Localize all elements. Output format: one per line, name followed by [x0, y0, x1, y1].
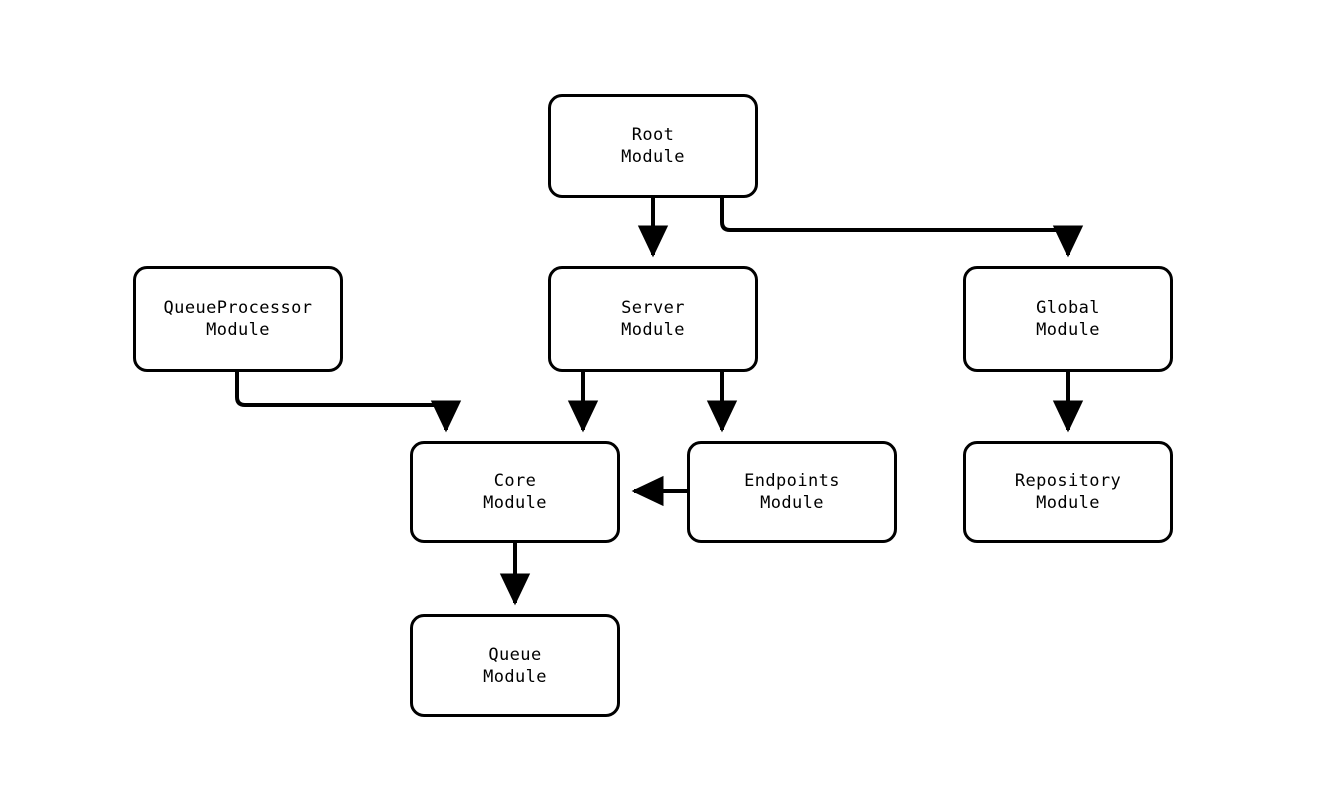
- node-label-global-module: Global Module: [1036, 298, 1100, 340]
- node-label-core-module: Core Module: [483, 471, 547, 513]
- node-label-queue-module: Queue Module: [483, 644, 547, 687]
- node-root-module[interactable]: Root Module: [548, 94, 758, 198]
- edge-root-to-global: [720, 198, 1084, 258]
- node-core-module[interactable]: Core Module: [410, 441, 620, 543]
- node-label-server-module: Server Module: [621, 298, 685, 340]
- node-label-endpoints-module: Endpoints Module: [744, 471, 840, 513]
- node-queueprocessor-module[interactable]: QueueProcessor Module: [133, 266, 343, 372]
- node-label-queueprocessor-module: QueueProcessor Module: [163, 298, 313, 340]
- node-label-repository-module: Repository Module: [1014, 471, 1122, 513]
- node-queue-module[interactable]: Queue Module: [410, 614, 620, 717]
- node-server-module[interactable]: Server Module: [548, 266, 758, 372]
- node-repository-module[interactable]: Repository Module: [963, 441, 1173, 543]
- edge-queueprocessor-to-core: [235, 372, 462, 433]
- node-label-root-module: Root Module: [621, 125, 685, 167]
- node-endpoints-module[interactable]: Endpoints Module: [687, 441, 897, 543]
- node-global-module[interactable]: Global Module: [963, 266, 1173, 372]
